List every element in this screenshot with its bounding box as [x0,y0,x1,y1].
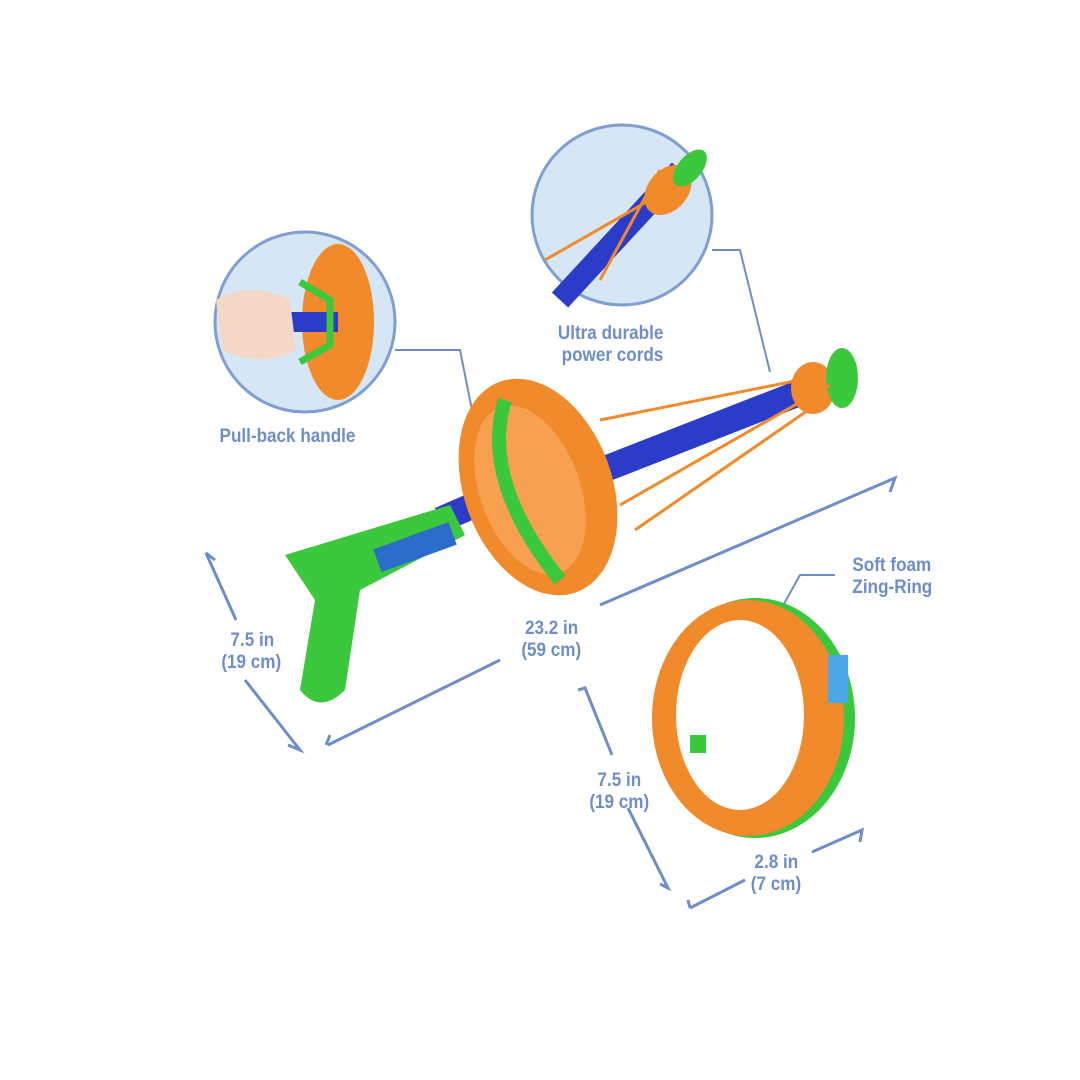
launcher-height-cm: (19 cm) [221,652,282,673]
launcher-length-in: 23.2 in [524,618,579,639]
ring-label-line1: Soft foam [852,555,932,576]
launcher-height-in: 7.5 in [230,630,275,651]
dimension-lines [204,475,898,910]
launcher-length-cm: (59 cm) [521,640,582,661]
power-cords-inset [530,123,714,308]
zing-launcher [285,348,858,703]
ring-diameter-cm: (19 cm) [589,792,650,813]
ring-width-in: 2.8 in [754,852,799,873]
zing-ring [652,598,855,838]
pull-back-handle-inset [213,230,397,414]
power-cords-label-line2: power cords [561,345,664,366]
ring-diameter-in: 7.5 in [597,770,642,791]
power-cords-label-line1: Ultra durable [557,323,664,344]
ring-width-cm: (7 cm) [750,874,802,895]
ring-label-line2: Zing-Ring [852,577,933,598]
pull-back-handle-label: Pull-back handle [219,426,356,447]
